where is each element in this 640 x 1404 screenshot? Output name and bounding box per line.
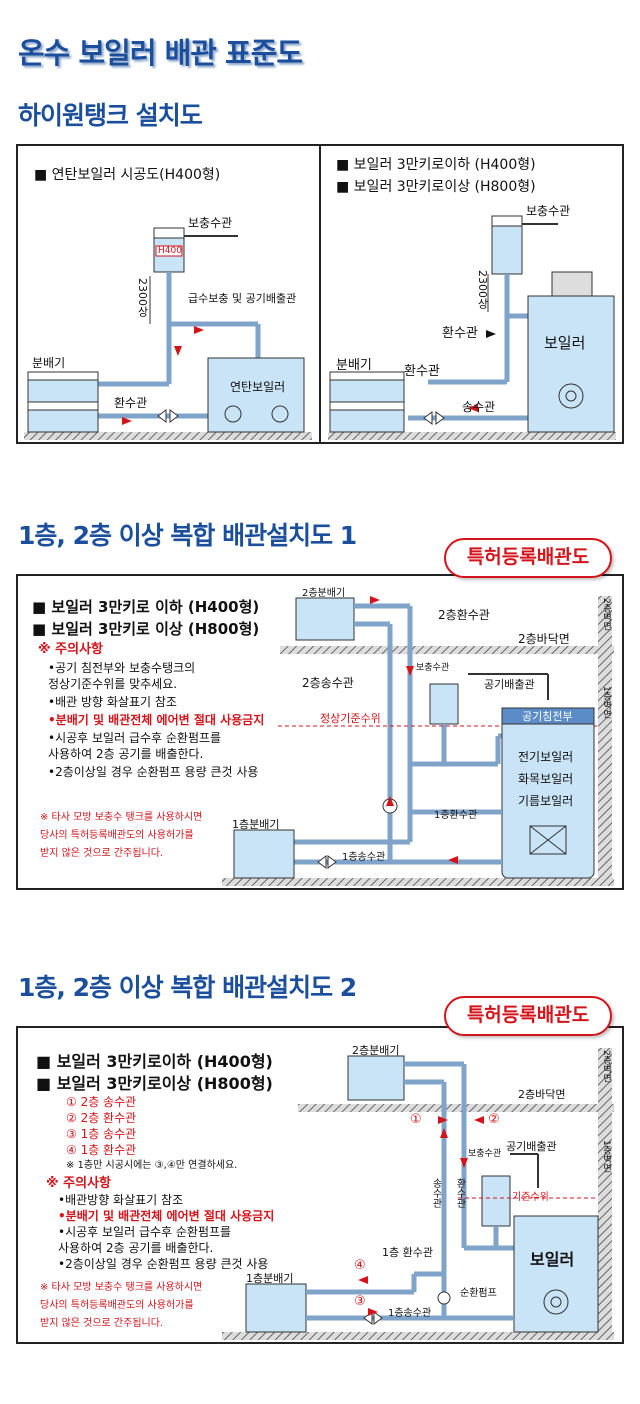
- section2-note-6: •2층이상일 경우 순환펌프 용량 큰것 사용: [48, 765, 259, 779]
- section3-dist2: 2층분배기: [352, 1044, 400, 1057]
- section1-left-distributor: 분배기: [32, 356, 66, 370]
- section3-note-4: •2층이상일 경우 순환펌프 용량 큰것 사용: [58, 1257, 269, 1271]
- section3-pipe-1: ① 2층 송수관: [66, 1095, 137, 1109]
- section3-heading: 1층, 2층 이상 복합 배관설치도 2: [18, 973, 357, 1002]
- section2-legend1: ■ 보일러 3만키로 이하 (H400형): [32, 598, 260, 616]
- section3-air: 공기배출관: [506, 1140, 557, 1153]
- section3-pipe-2: ② 2층 환수관: [66, 1111, 137, 1125]
- section2-air-settle: 공기침전부: [522, 710, 573, 723]
- section2-warning-0: ※ 타사 모방 보충수 탱크를 사용하시면: [40, 812, 203, 823]
- section2-wall1: 1층벽면: [601, 686, 611, 719]
- section3-diagram: [222, 1048, 614, 1340]
- section1-right-supply: 송수관: [462, 400, 496, 414]
- section3-pipe-3: ③ 1층 송수관: [66, 1127, 137, 1141]
- section3-legend1: ■ 보일러 3만키로이하 (H400형): [36, 1052, 273, 1071]
- section2-warning-1: 당사의 특허등록배관도의 사용허가를: [40, 830, 194, 841]
- section2-tank: 보충수관: [416, 663, 450, 673]
- section3-boiler: 보일러: [530, 1250, 575, 1269]
- section2-legend2: ■ 보일러 3만키로 이상 (H800형): [32, 620, 260, 638]
- section2-dist2: 2층분배기: [302, 588, 346, 599]
- section3-warning-0: ※ 타사 모방 보충수 탱크를 사용하시면: [40, 1282, 203, 1293]
- section3-n3: ③: [354, 1294, 366, 1309]
- section3-wall2: 2층벽면: [601, 1050, 611, 1083]
- section2-boiler-2: 기름보일러: [518, 794, 574, 808]
- section2-note-3: •분배기 및 배관전체 에어변 절대 사용금지: [48, 713, 265, 727]
- section1-right-legend2: ■ 보일러 3만키로이상 (H800형): [336, 179, 536, 195]
- section3-note-1: •분배기 및 배관전체 에어변 절대 사용금지: [58, 1209, 275, 1223]
- section3-supply1: 1층송수관: [388, 1308, 432, 1319]
- section2-wall2: 2층벽면: [601, 598, 611, 631]
- section3-n4: ④: [354, 1258, 366, 1273]
- section1-left-tank-tag: H400: [158, 246, 182, 256]
- section3-note-3: 사용하여 2층 공기를 배출한다.: [58, 1241, 214, 1255]
- section1-right-boiler: 보일러: [544, 334, 586, 352]
- section2-note-4: •시공후 보일러 급수후 순환펌프를: [48, 731, 222, 745]
- section3-caution-title: ※ 주의사항: [46, 1176, 112, 1191]
- section1-left-legend: ■ 연탄보일러 시공도(H400형): [34, 167, 221, 183]
- section3-pipe-4: ④ 1층 환수관: [66, 1143, 137, 1157]
- section1-right-height: 2300상: [476, 270, 489, 309]
- section2-dist1: 1층분배기: [232, 818, 280, 831]
- section1-right-legend1: ■ 보일러 3만키로이하 (H400형): [336, 157, 536, 173]
- section2-note-5: 사용하여 2층 공기를 배출한다.: [48, 747, 204, 761]
- section2-boiler-0: 전기보일러: [518, 750, 574, 764]
- section3-floor2: 2층바닥면: [518, 1088, 566, 1101]
- section1-left-supply-label: 급수보충 및 공기배출관: [188, 292, 297, 305]
- section2-warning-2: 받지 않은 것으로 간주됩니다.: [40, 848, 164, 859]
- section2-note-1: 정상기준수위를 맞추세요.: [48, 677, 178, 691]
- section2-return1: 1층환수관: [434, 810, 478, 821]
- section2-diagram: [222, 596, 614, 886]
- section3-pump: 순환펌프: [460, 1288, 497, 1299]
- section3-tank: 보충수관: [468, 1149, 502, 1159]
- section2-air: 공기배출관: [484, 678, 535, 691]
- section1-panel: ■ 연탄보일러 시공도(H400형) 보충수관 H400 2300상 급수보충 …: [16, 144, 624, 444]
- section3-patent-badge: 특허등록배관도: [444, 996, 612, 1036]
- section3-warning-1: 당사의 특허등록배관도의 사용허가를: [40, 1300, 194, 1311]
- section1-left-boiler: 연탄보일러: [230, 380, 286, 394]
- section1-left-height: 2300상: [136, 278, 149, 317]
- section2-patent-badge: 특허등록배관도: [444, 538, 612, 578]
- section2-note-0: •공기 침전부와 보충수탱크의: [48, 661, 196, 675]
- section3-n1: ①: [410, 1112, 422, 1127]
- section2-supply2: 2층송수관: [302, 676, 354, 690]
- section3-dist1: 1층분배기: [246, 1272, 294, 1285]
- section2-note-2: •배관 방향 화살표기 참조: [48, 695, 177, 709]
- section1-left-return: 환수관: [114, 396, 148, 410]
- section3-legend2: ■ 보일러 3만키로이상 (H800형): [36, 1074, 273, 1093]
- section3-n2: ②: [488, 1112, 500, 1127]
- section3-return-v: 환수관: [454, 1178, 465, 1208]
- section1-right-return2: 환수관: [404, 364, 440, 379]
- section3-panel: ■ 보일러 3만키로이하 (H400형) ■ 보일러 3만키로이상 (H800형…: [16, 1026, 624, 1344]
- section1-heading: 하이원탱크 설치도: [18, 101, 203, 130]
- section3-note-2: •시공후 보일러 급수후 순환펌프를: [58, 1225, 232, 1239]
- section2-floor2: 2층바닥면: [518, 632, 570, 646]
- section2-heading: 1층, 2층 이상 복합 배관설치도 1: [18, 521, 357, 550]
- section2-boiler-1: 화목보일러: [518, 772, 574, 786]
- section3-pipe-note: ※ 1층만 시공시에는 ③,④만 연결하세요.: [66, 1160, 238, 1171]
- section3-wall1: 1층벽면: [601, 1140, 611, 1173]
- section3-warning-2: 받지 않은 것으로 간주됩니다.: [40, 1318, 164, 1329]
- page-title: 온수 보일러 배관 표준도: [18, 36, 303, 70]
- section1-right-return1: 환수관: [442, 326, 478, 341]
- section2-panel: ■ 보일러 3만키로 이하 (H400형) ■ 보일러 3만키로 이상 (H80…: [16, 574, 624, 890]
- section3-note-0: •배관방향 화살표기 참조: [58, 1193, 184, 1207]
- section2-supply1: 1층송수관: [342, 852, 386, 863]
- section2-level: 정상기준수위: [320, 712, 381, 725]
- section1-left-tank-label: 보충수관: [188, 216, 233, 230]
- section1-diagram: [24, 146, 616, 442]
- section2-return2: 2층환수관: [438, 608, 490, 622]
- section1-right-distributor: 분배기: [336, 358, 372, 373]
- section3-level: 기준수위: [512, 1192, 549, 1203]
- section3-return1: 1층 환수관: [382, 1246, 433, 1259]
- section3-supply-v: 송수관: [430, 1178, 441, 1208]
- section2-caution-title: ※ 주의사항: [38, 642, 104, 657]
- section1-right-tank-label: 보충수관: [526, 204, 571, 218]
